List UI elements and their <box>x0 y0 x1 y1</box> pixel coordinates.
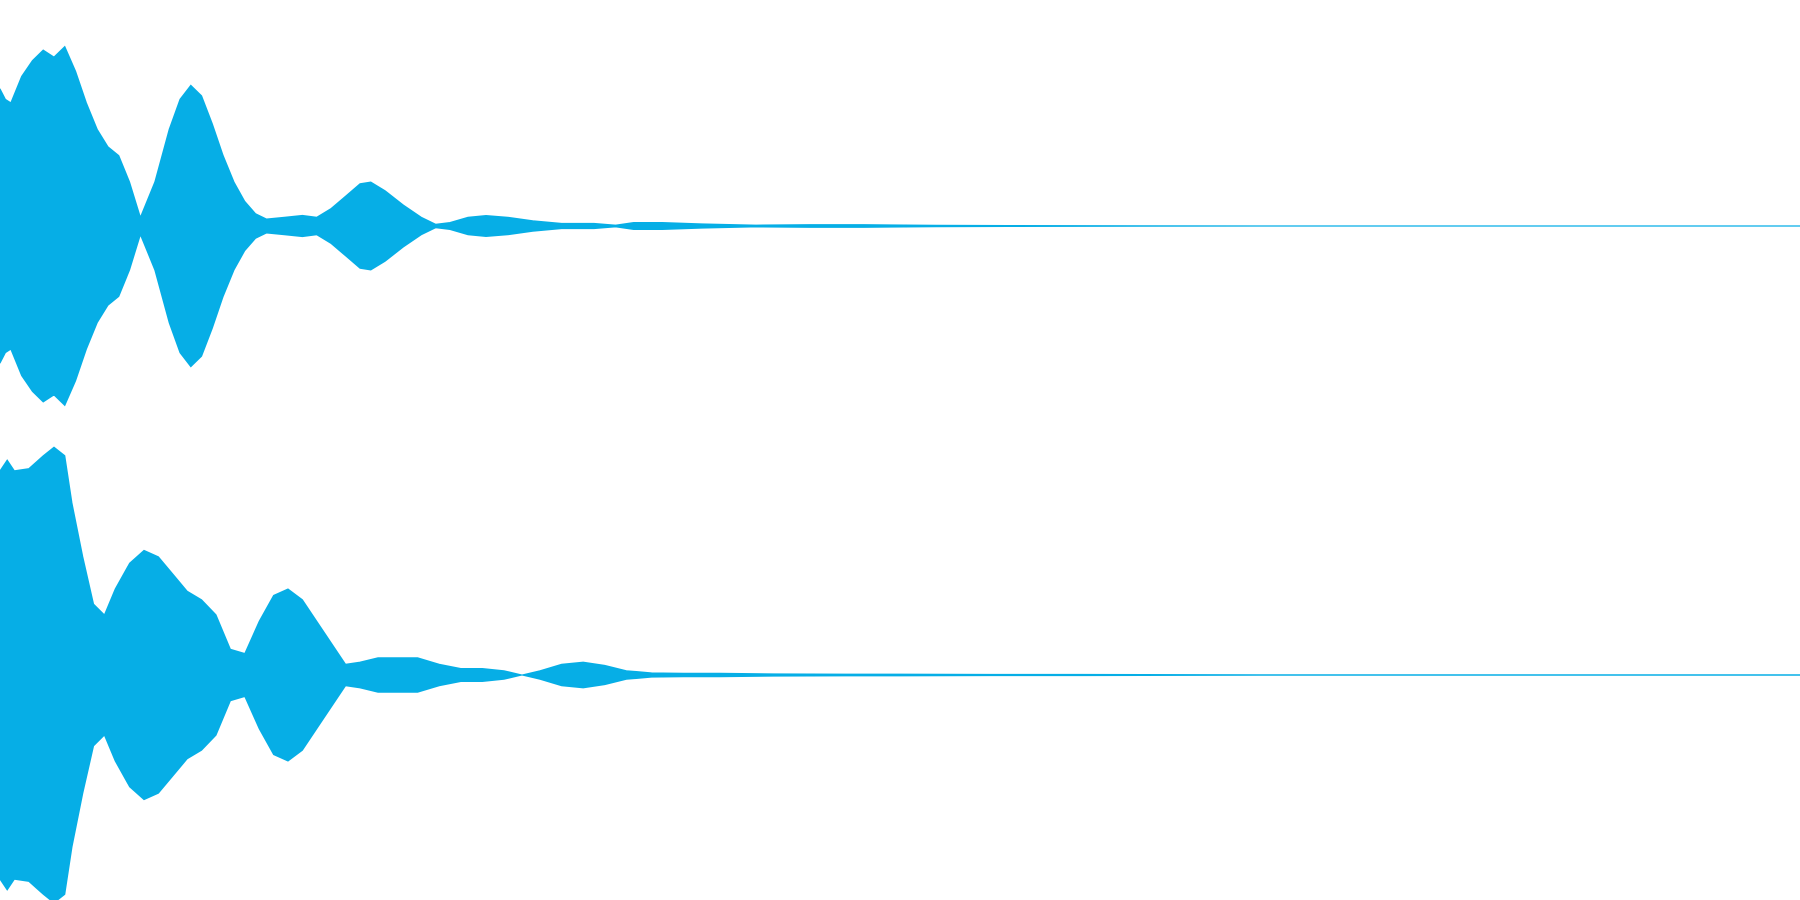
channel-2-track <box>0 446 1800 900</box>
channel-2-waveform <box>0 446 1800 900</box>
channel-1-track <box>0 45 1800 407</box>
